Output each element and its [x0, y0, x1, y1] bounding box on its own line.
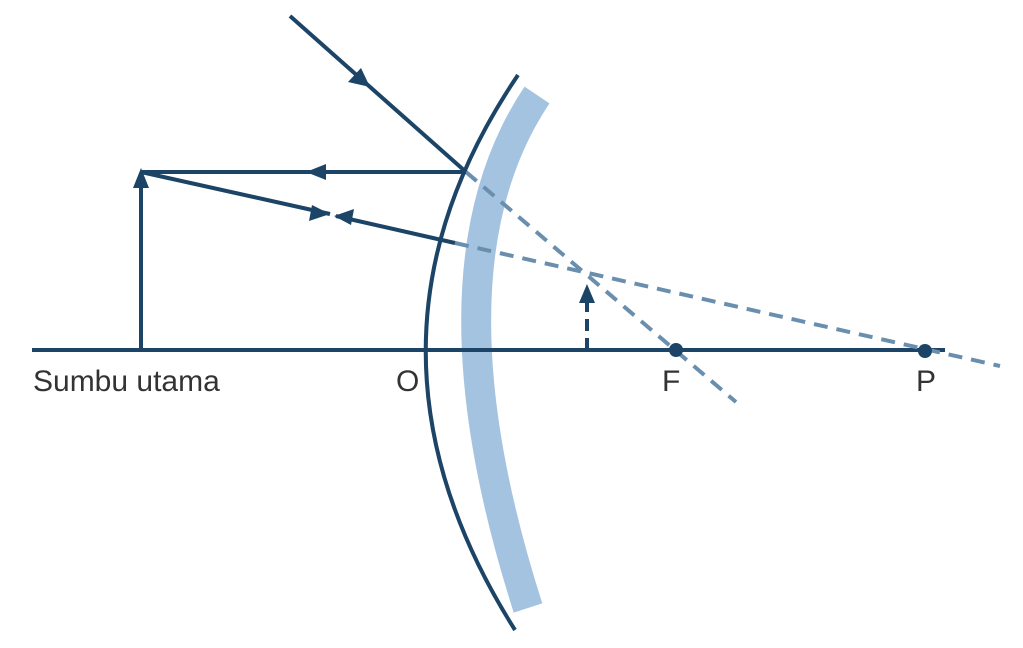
- object-arrowhead: [133, 168, 149, 188]
- pole-label: O: [396, 365, 419, 398]
- virtual-image-arrowhead: [579, 284, 595, 303]
- incident-ray-top: [288, 14, 468, 174]
- virtual-ray-to-focus: [464, 170, 738, 404]
- reflected-ray-parallel-arrow: [306, 164, 326, 180]
- incident-ray-object: [140, 170, 331, 216]
- curvature-center-label: P: [916, 365, 936, 398]
- incident-ray-object-arrow: [309, 205, 330, 221]
- curvature-center-point: [918, 344, 932, 358]
- reflected-ray-back-arrow: [334, 209, 354, 225]
- reflected-ray-back: [335, 214, 456, 245]
- virtual-ray-to-center: [454, 241, 1001, 368]
- focus-label: F: [662, 365, 680, 398]
- axis-label: Sumbu utama: [33, 365, 220, 398]
- incident-ray-top-arrow: [348, 68, 370, 87]
- focus-point: [669, 343, 683, 357]
- mirror-coating: [461, 86, 550, 613]
